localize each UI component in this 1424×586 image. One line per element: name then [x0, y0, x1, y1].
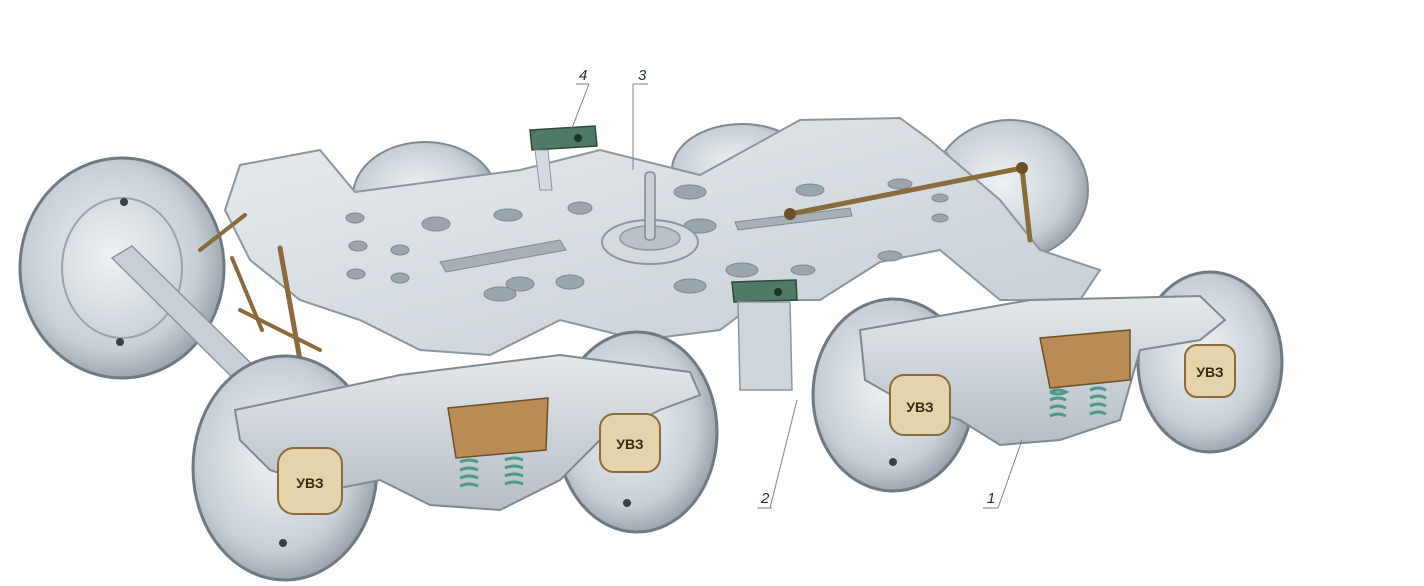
wheelset-left-end [18, 156, 270, 397]
left-bogie: УВЗ УВЗ [191, 330, 719, 582]
callouts: 4 3 2 1 [571, 67, 1023, 509]
callout-2: 2 [760, 490, 770, 507]
center-pivot [601, 171, 699, 265]
axle-box-right-rear: УВЗ [1184, 344, 1236, 398]
wedge-box-right [1039, 329, 1131, 389]
springs-left [459, 456, 524, 488]
axle-box-right-front: УВЗ [889, 374, 951, 436]
axle-box-left-front: УВЗ [277, 447, 343, 515]
callout-1: 1 [987, 490, 995, 507]
plate-holes [345, 178, 949, 302]
axle-box-marking: УВЗ [1196, 364, 1224, 380]
axle-box-marking: УВЗ [616, 436, 644, 452]
springs-right [1049, 386, 1107, 418]
side-bearing-front [731, 279, 798, 391]
brake-rigging [198, 165, 1033, 363]
axle-box-left-rear: УВЗ [599, 413, 661, 473]
plate-slot-right [734, 207, 853, 231]
plate-slot [439, 239, 567, 273]
pivot-pin [644, 171, 656, 241]
callout-3: 3 [638, 67, 647, 84]
wedge-box-left [447, 397, 549, 459]
side-bearing-rear [529, 125, 598, 191]
callout-4: 4 [579, 67, 587, 84]
axle-box-marking: УВЗ [906, 399, 934, 415]
axle-box-marking: УВЗ [296, 475, 324, 491]
right-bogie: УВЗ УВЗ [811, 270, 1284, 493]
